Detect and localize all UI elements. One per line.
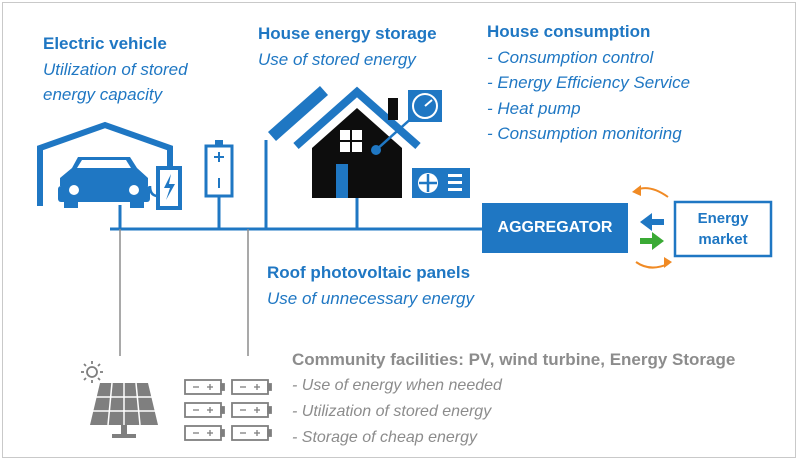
market-line-1: Energy	[697, 210, 749, 227]
solar-panel-icon	[90, 382, 158, 438]
aggregator-box	[482, 203, 628, 253]
storage-subtitle: Use of stored energy	[258, 50, 416, 69]
storage-title: House energy storage	[258, 24, 437, 43]
community-title: Community facilities: PV, wind turbine, …	[292, 350, 736, 369]
consumption-item-1: - Consumption control	[487, 48, 654, 67]
aggregator-label: AGGREGATOR	[497, 219, 613, 236]
ev-line-1: Utilization of stored	[43, 60, 188, 79]
solar-panel-roof-icon	[268, 86, 328, 141]
house-icon	[293, 86, 421, 198]
consumption-title: House consumption	[487, 22, 651, 41]
community-item-2: - Utilization of stored energy	[292, 403, 492, 420]
consumption-item-3: - Heat pump	[487, 99, 581, 118]
heat-pump-icon	[412, 168, 470, 198]
consumption-item-4: - Consumption monitoring	[487, 124, 682, 143]
roof-pv-title: Roof photovoltaic panels	[267, 263, 471, 282]
ev-line-2: energy capacity	[43, 85, 163, 104]
gauge-icon	[408, 90, 442, 122]
roof-pv-subtitle: Use of unnecessary energy	[267, 289, 474, 308]
sun-icon	[81, 361, 103, 383]
diagram-frame	[2, 2, 796, 458]
battery-icon	[204, 140, 234, 198]
community-item-1: - Use of energy when needed	[292, 377, 502, 394]
battery-bank-icon	[184, 379, 272, 441]
consumption-item-2: - Energy Efficiency Service	[487, 73, 691, 92]
energy-market-box	[673, 200, 773, 258]
ev-title: Electric vehicle	[43, 34, 167, 53]
community-item-3: - Storage of cheap energy	[292, 429, 478, 446]
exchange-arrows-icon	[632, 185, 672, 269]
charging-station-icon	[148, 166, 182, 210]
market-line-2: market	[698, 231, 748, 248]
electric-car-icon	[58, 157, 150, 208]
